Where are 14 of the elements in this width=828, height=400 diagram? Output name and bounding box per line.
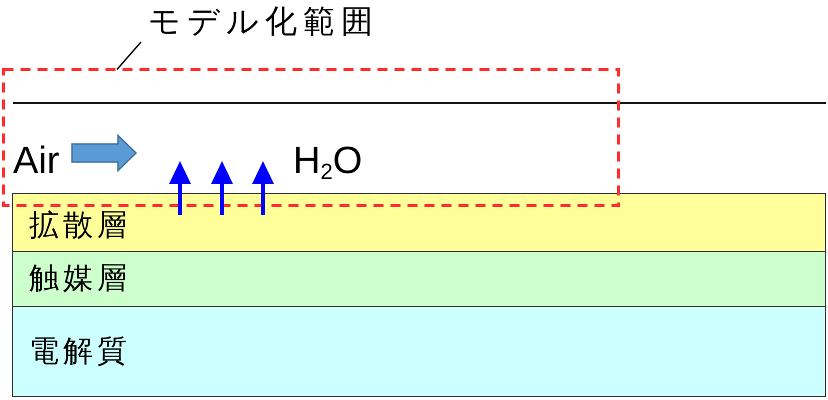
arrow [211, 161, 233, 215]
layer-label: 拡散層 [29, 208, 131, 242]
layer-band [12, 306, 826, 397]
layer-label: 触媒層 [29, 262, 131, 296]
dashed-frame [2, 68, 620, 207]
callout-label: モデル化範囲 [138, 0, 379, 42]
arrow [169, 161, 191, 215]
air-label: Air [13, 142, 60, 180]
layer-label: 電解質 [29, 334, 131, 368]
water-label: H$_{2}$O [293, 142, 362, 180]
layer-band [12, 251, 826, 307]
arrow [252, 161, 274, 215]
layer-band [12, 193, 826, 252]
leader-line [116, 42, 142, 70]
